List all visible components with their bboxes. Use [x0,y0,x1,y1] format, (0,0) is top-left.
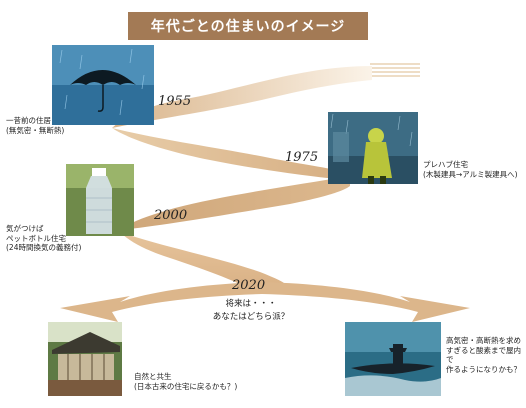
diagram-title: 年代ごとの住まいのイメージ [128,12,368,40]
raincoat-photo [328,112,418,184]
future-question: 将来は・・・ あなたはどちら派？ [212,299,290,322]
pet-bottle-photo [66,164,134,236]
submarine-photo [345,322,441,396]
submarine-caption: 高気密・高断熱を求め すぎると酸素まで屋内で 作るようになりかも？ [446,336,521,374]
pet-bottle-caption: 気がつけば ペットボトル住宅 (24時間換気の義務付) [6,224,82,252]
year-1975-label: 1975 [285,150,319,165]
year-1955-label: 1955 [158,94,192,109]
old-house-caption: 一昔前の住居 (無気密・無断熱) [6,116,65,135]
traditional-house-photo [48,322,122,396]
year-2000-label: 2000 [154,208,188,223]
nature-caption: 自然と共生 (日本古来の住宅に戻るかも？) [134,372,238,391]
year-2020-label: 2020 [232,278,266,293]
umbrella-photo [52,45,154,125]
prefab-caption: プレハブ住宅 (木製建具→アルミ製建具へ) [423,160,518,179]
